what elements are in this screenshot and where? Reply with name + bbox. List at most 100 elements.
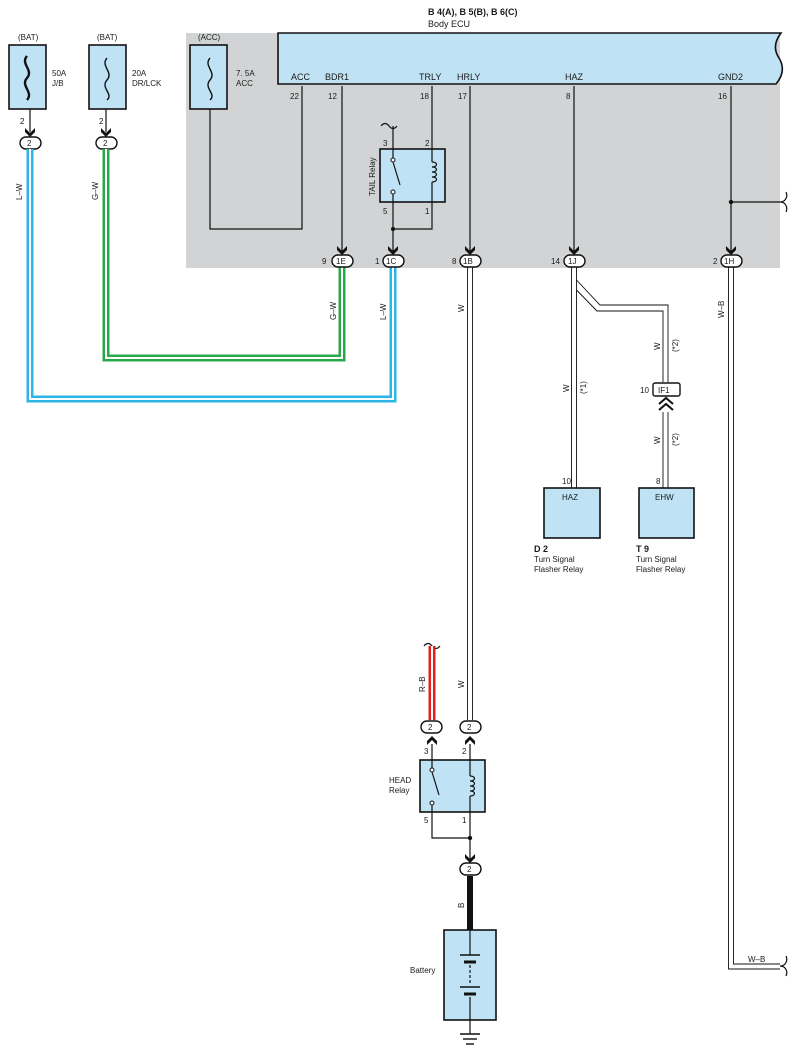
head-relay-coil <box>469 775 476 797</box>
pin-label-haz: HAZ <box>565 72 584 82</box>
connector-1b-label: 1B <box>463 257 473 266</box>
connector-1j-pin: 14 <box>551 257 560 266</box>
battery-icon <box>460 930 480 1020</box>
wire-label-rb: R–B <box>418 676 427 692</box>
fuse-20a-rating: 20A <box>132 69 147 78</box>
flasher-d2-box-label: HAZ <box>562 493 578 502</box>
battery-connector <box>459 862 482 876</box>
fuse-50a-source: (BAT) <box>18 33 39 42</box>
connector-1j-label: 1J <box>568 257 576 266</box>
fuse-20a-icon <box>104 57 110 101</box>
tail-relay-switch <box>392 161 401 186</box>
flasher-t9-pin: 8 <box>656 477 661 486</box>
head-relay-switch <box>431 771 440 796</box>
pin-label-gnd2: GND2 <box>718 72 743 82</box>
wire-note-d2: (*1) <box>579 381 588 394</box>
head-relay-connector-b-label: 2 <box>467 723 472 732</box>
fuse-50a-pin: 2 <box>20 117 25 126</box>
battery-label: Battery <box>410 966 435 975</box>
connector-1c-label: 1C <box>386 257 396 266</box>
flasher-d2-pin: 10 <box>562 477 571 486</box>
wire-label-lw-right: L–W <box>379 303 388 320</box>
pin-num-gnd2: 16 <box>718 92 727 101</box>
battery-connector-label: 2 <box>467 865 472 874</box>
tail-relay-supply-icon <box>380 122 398 130</box>
wire-label-lw-left: L–W <box>15 183 24 200</box>
wire-label-w-t9-upper: W <box>653 342 662 350</box>
fuse-50a-name: J/B <box>52 79 64 88</box>
ground-icon <box>460 1020 480 1045</box>
connector-if1-pin: 10 <box>640 386 649 395</box>
fuse-20a-pin: 2 <box>99 117 104 126</box>
pin-num-trly: 18 <box>420 92 429 101</box>
wire-label-gw-right: G–W <box>329 301 338 320</box>
fuse-50a-icon <box>23 55 31 101</box>
tail-relay-pin2: 2 <box>425 139 430 148</box>
wb-wire-break <box>779 955 788 977</box>
wire-label-w-t9-lower: W <box>653 436 662 444</box>
pin-num-bdr1: 12 <box>328 92 337 101</box>
tail-relay-coil <box>431 161 438 183</box>
wire-label-w-hrly-upper: W <box>457 304 466 312</box>
connector-1j <box>563 254 586 268</box>
flasher-d2-name-2: Flasher Relay <box>534 565 583 574</box>
head-relay-connector-a-label: 2 <box>428 723 433 732</box>
wire-label-gw-left: G–W <box>91 181 100 200</box>
flasher-t9-box-label: EHW <box>655 493 674 502</box>
w-wire-haz-t9 <box>576 289 664 382</box>
wire-note-t9-lower: (*2) <box>671 433 680 446</box>
flasher-d2-name-1: Turn Signal <box>534 555 575 564</box>
connector-1e <box>331 254 354 268</box>
fuse-20a-name: DR/LCK <box>132 79 162 88</box>
head-relay-label-1: HEAD <box>389 776 411 785</box>
connector-if1-label: IF1 <box>658 386 670 395</box>
pin-num-haz: 8 <box>566 92 571 101</box>
wire-label-w-d2: W <box>562 384 571 392</box>
flasher-t9-name-2: Flasher Relay <box>636 565 685 574</box>
connector-1h-label: 1H <box>724 257 734 266</box>
pin-num-acc: 22 <box>290 92 299 101</box>
connector-1b <box>459 254 482 268</box>
head-relay-label-2: Relay <box>389 786 409 795</box>
fuse-20a-box <box>88 44 127 110</box>
fuse-acc-box <box>189 44 228 110</box>
ecu-name: Body ECU <box>428 19 470 29</box>
flasher-d2-box <box>543 487 601 539</box>
wb-ground-wire <box>733 267 780 965</box>
fuse-acc-name: ACC <box>236 79 253 88</box>
pin-label-trly: TRLY <box>419 72 441 82</box>
tail-relay-pin5: 5 <box>383 207 388 216</box>
flasher-t9-box <box>638 487 695 539</box>
head-relay-pin1: 1 <box>462 816 467 825</box>
pin-label-hrly: HRLY <box>457 72 480 82</box>
wire-label-w-hrly-lower: W <box>457 680 466 688</box>
connector-1c-pin: 1 <box>375 257 380 266</box>
tail-relay-box <box>379 148 446 203</box>
fuse-50a-rating: 50A <box>52 69 67 78</box>
head-relay-box <box>419 759 486 813</box>
ecu-codes: B 4(A), B 5(B), B 6(C) <box>428 7 518 17</box>
fuse-acc-rating: 7. 5A <box>236 69 255 78</box>
connector-1c <box>382 254 405 268</box>
connector-1h <box>720 254 743 268</box>
gnd2-branch-break <box>731 191 788 213</box>
connector-1b-pin: 8 <box>452 257 457 266</box>
wire-label-b: B <box>457 903 466 908</box>
fuse-20a-source: (BAT) <box>97 33 118 42</box>
acc-wire <box>209 86 303 230</box>
tail-relay-label: TAIL Relay <box>368 157 377 196</box>
flasher-t9-name-1: Turn Signal <box>636 555 677 564</box>
wire-label-wb-lower: W–B <box>748 955 765 964</box>
pin-num-hrly: 17 <box>458 92 467 101</box>
wire-label-wb-upper: W–B <box>717 301 726 318</box>
fuse-acc-icon <box>207 57 213 101</box>
head-relay-pin3: 3 <box>424 747 429 756</box>
head-relay-connector-b <box>459 720 482 734</box>
connector-1e-pin: 9 <box>322 257 327 266</box>
fuse-50a-connector-label: 2 <box>27 139 32 148</box>
head-relay-pin5: 5 <box>424 816 429 825</box>
flasher-t9-code: T 9 <box>636 544 649 554</box>
fuse-20a-connector-label: 2 <box>103 139 108 148</box>
tail-relay-pin3: 3 <box>383 139 388 148</box>
connector-1e-label: 1E <box>336 257 346 266</box>
